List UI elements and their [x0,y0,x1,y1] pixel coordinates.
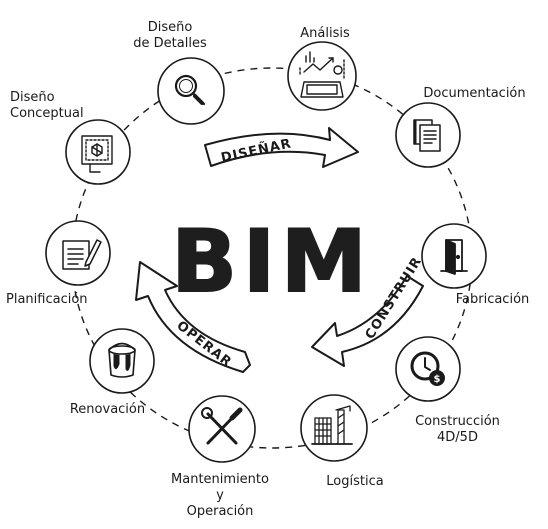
label-renovation: Renovación [55,402,160,418]
label-maintenance: Mantenimiento y Operación [160,472,280,520]
center-title: BIM [171,212,372,312]
label-planning-line1: Planificación [6,292,88,307]
label-logistics: Logística [315,474,395,490]
wrench-screwdriver-icon [201,407,243,445]
node-construction: $ [395,336,461,402]
magnifier-icon [174,74,206,106]
label-maintenance-line2: y [216,488,224,503]
node-planning [45,220,111,286]
node-logistics [300,394,368,462]
svg-text:$: $ [434,374,441,385]
node-conceptual-design [65,119,131,185]
clipboard-pencil-icon [62,239,102,270]
label-conceptual-design-line2: Conceptual [10,106,84,121]
door-icon [440,239,468,275]
label-logistics-line1: Logística [326,474,384,489]
label-documentation-line1: Documentación [423,86,526,101]
node-fabrication [421,223,487,289]
label-maintenance-line3: Operación [186,504,254,519]
label-maintenance-line1: Mantenimiento [171,472,269,487]
analytics-laptop-icon [299,51,345,98]
documents-icon [413,119,441,152]
label-analysis: Análisis [285,26,365,42]
building-crane-icon [311,405,353,445]
node-renovation [89,328,155,394]
design-arrow: DISEÑAR [204,127,359,168]
paint-bucket-icon [108,342,136,378]
clock-cost-icon: $ [410,351,445,386]
label-renovation-line1: Renovación [69,402,146,417]
label-detail-design-line1: Diseño [147,20,193,35]
label-planning: Planificación [6,292,121,308]
label-construction: Construcción 4D/5D [400,414,515,446]
label-documentation: Documentación [412,86,537,102]
label-conceptual-design-line1: Diseño [10,90,55,105]
label-fabrication-line1: Fabricación [455,292,530,307]
node-documentation [395,102,461,168]
node-maintenance [188,395,256,463]
blueprint-icon [81,135,113,173]
label-detail-design: Diseño de Detalles [120,20,220,52]
label-conceptual-design: Diseño Conceptual [10,90,110,122]
label-fabrication: Fabricación [440,292,545,308]
label-analysis-line1: Análisis [300,26,350,41]
label-construction-line1: Construcción [415,414,500,429]
node-analysis [287,41,357,111]
node-detail-design [157,57,225,125]
label-construction-line2: 4D/5D [437,430,478,445]
label-detail-design-line2: de Detalles [133,36,207,51]
